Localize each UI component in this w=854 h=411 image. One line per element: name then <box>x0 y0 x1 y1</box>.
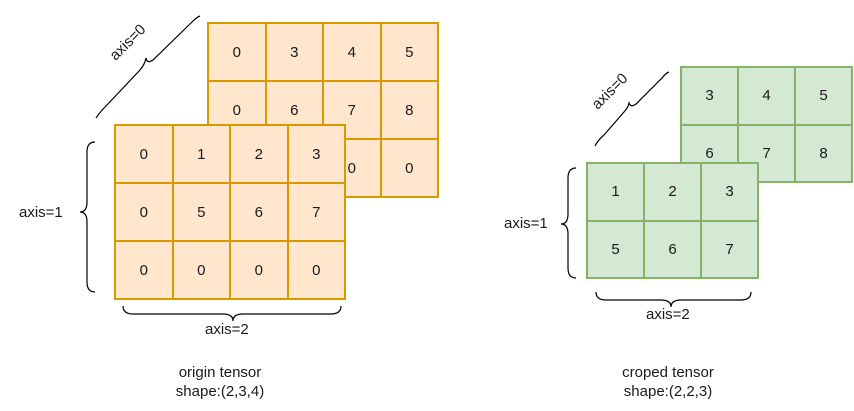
grid-cell: 7 <box>287 183 345 241</box>
grid-cell: 4 <box>323 23 381 81</box>
grid-cell: 7 <box>701 220 758 278</box>
cropped-axis1-label: axis=1 <box>504 215 548 232</box>
origin-axis1-brace <box>79 141 96 293</box>
grid-cell: 1 <box>172 125 230 183</box>
grid-cell: 0 <box>115 125 173 183</box>
grid-cell: 0 <box>115 183 173 241</box>
origin-axis2-label: axis=2 <box>205 321 249 338</box>
grid-cell: 5 <box>587 220 644 278</box>
origin-axis2-brace <box>122 305 342 322</box>
cropped-axis2-label: axis=2 <box>646 306 690 323</box>
grid-cell: 0 <box>230 241 288 299</box>
grid-cell: 0 <box>208 23 266 81</box>
cropped-axis2-brace <box>595 291 752 308</box>
origin-front-layer: 0 1 2 3 0 5 6 7 0 0 0 0 <box>114 124 346 300</box>
grid-cell: 6 <box>230 183 288 241</box>
grid-cell: 6 <box>644 220 701 278</box>
grid-cell: 5 <box>172 183 230 241</box>
grid-cell: 0 <box>172 241 230 299</box>
cropped-caption: croped tensor shape:(2,2,3) <box>598 363 738 401</box>
cropped-back-layer: 3 4 5 6 7 8 <box>680 66 853 183</box>
grid-cell: 2 <box>230 125 288 183</box>
grid-cell: 7 <box>738 124 795 182</box>
grid-cell: 2 <box>644 163 701 221</box>
cropped-axis0-brace <box>594 71 670 147</box>
grid-cell: 5 <box>795 67 852 125</box>
origin-caption-title: origin tensor <box>178 364 262 381</box>
grid-cell: 8 <box>795 124 852 182</box>
cropped-front-layer: 1 2 3 5 6 7 <box>586 162 759 279</box>
origin-axis0-brace <box>95 15 201 119</box>
origin-caption: origin tensor shape:(2,3,4) <box>150 363 290 401</box>
cropped-axis1-brace <box>560 167 577 279</box>
grid-cell: 1 <box>587 163 644 221</box>
grid-cell: 0 <box>287 241 345 299</box>
grid-cell: 5 <box>380 23 438 81</box>
grid-cell: 3 <box>681 67 738 125</box>
cropped-caption-shape: shape:(2,2,3) <box>623 383 713 400</box>
grid-cell: 4 <box>738 67 795 125</box>
grid-cell: 3 <box>265 23 323 81</box>
origin-caption-shape: shape:(2,3,4) <box>175 383 265 400</box>
grid-cell: 0 <box>115 241 173 299</box>
grid-cell: 3 <box>701 163 758 221</box>
grid-cell: 3 <box>287 125 345 183</box>
origin-axis1-label: axis=1 <box>19 204 63 221</box>
grid-cell: 0 <box>380 139 438 197</box>
grid-cell: 8 <box>380 81 438 139</box>
cropped-caption-title: croped tensor <box>622 364 714 381</box>
